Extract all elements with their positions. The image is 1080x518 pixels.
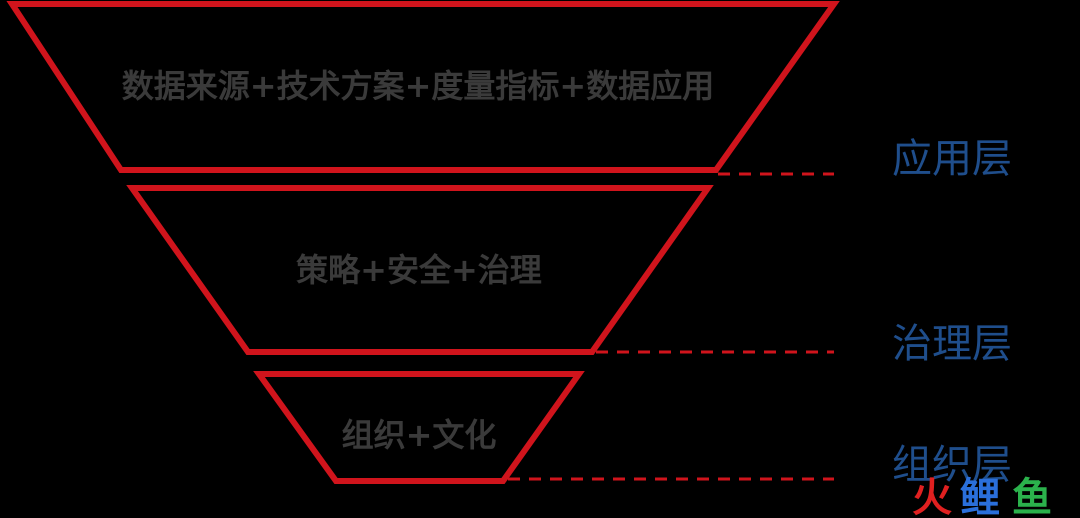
watermark-char-2: 鲤	[960, 475, 1000, 518]
layer-label-organization: 组织层	[892, 442, 1012, 488]
watermark-char-3: 鱼	[1012, 475, 1052, 518]
tier-3-text: 组织+文化	[342, 416, 497, 454]
tier-1-trapezoid	[6, 0, 840, 173]
tier-2-text: 策略+安全+治理	[296, 251, 542, 289]
watermark-char-1: 火	[912, 475, 952, 518]
layer-label-governance: 治理层	[892, 321, 1012, 367]
layer-label-application: 应用层	[892, 136, 1012, 182]
tier-2-trapezoid	[126, 185, 714, 355]
watermark-logo: 火 鲤 鱼	[912, 475, 1052, 518]
tier-1-text: 数据来源+技术方案+度量指标+数据应用	[122, 67, 714, 105]
tier-3-trapezoid	[253, 371, 585, 484]
